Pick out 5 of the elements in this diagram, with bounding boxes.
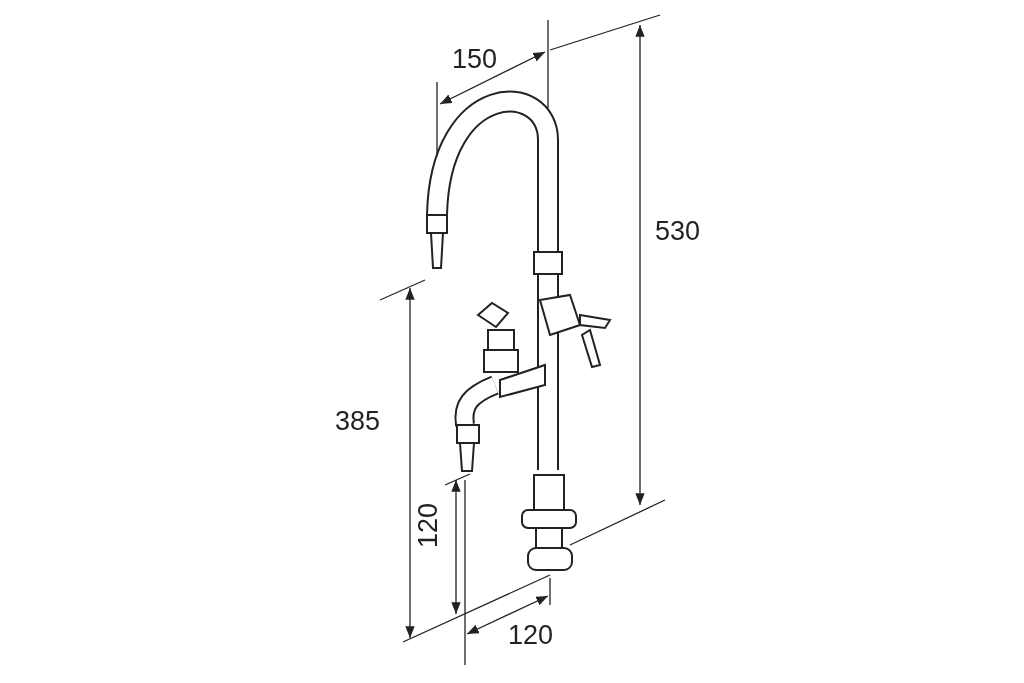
dimension-label: 120: [415, 502, 442, 548]
dimension-label: 120: [508, 622, 554, 649]
dimension-label: 150: [452, 46, 498, 73]
dimension-label: 385: [335, 408, 381, 435]
dimension-label: 530: [655, 218, 701, 245]
